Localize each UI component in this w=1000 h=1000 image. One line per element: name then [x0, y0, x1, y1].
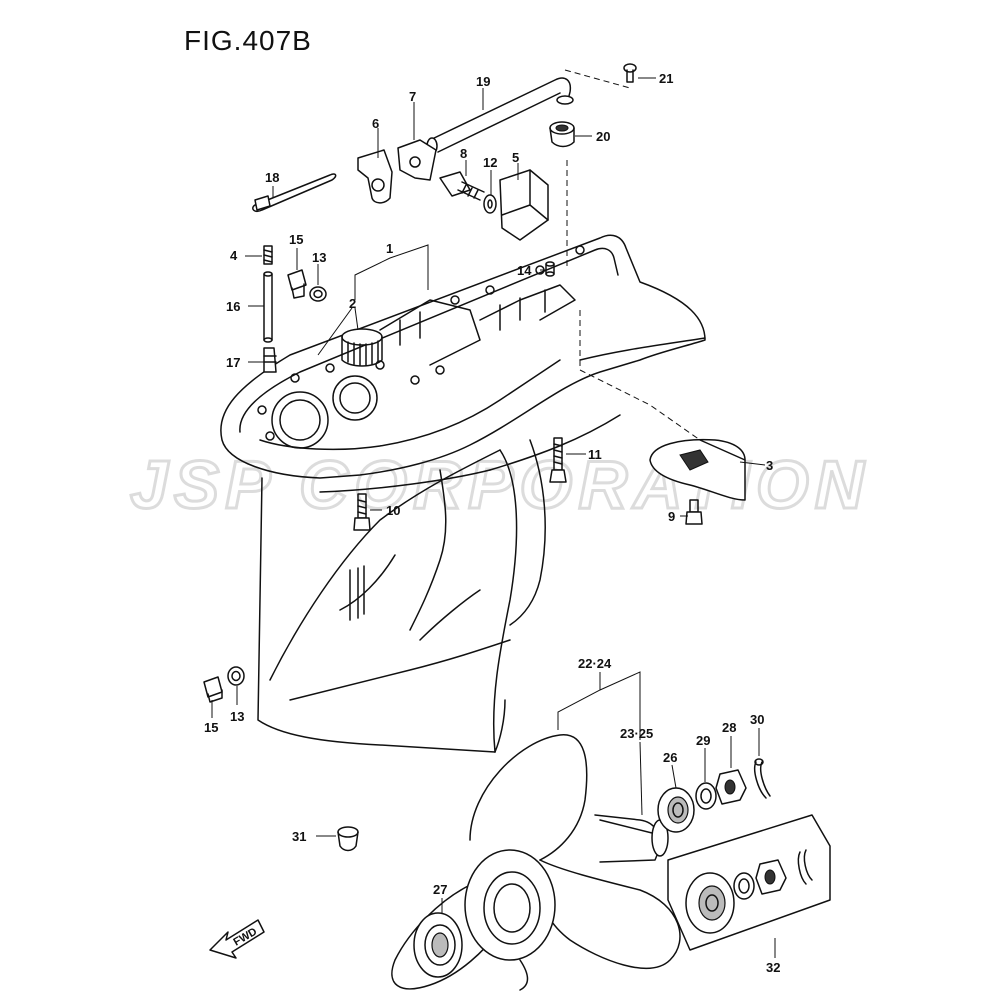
callout-9: 9 — [668, 509, 675, 524]
callout-14: 14 — [517, 263, 532, 278]
callout-15-lower: 15 — [204, 720, 218, 735]
callout-16: 16 — [226, 299, 240, 314]
kit-box-32 — [667, 814, 831, 951]
drain-plug-15-upper — [287, 269, 307, 299]
bolt-8 — [439, 171, 485, 201]
callout-26: 26 — [663, 750, 677, 765]
callout-labels: 1 2 3 4 5 6 7 8 9 10 11 12 13 13 14 15 1… — [204, 71, 780, 975]
screw-21 — [623, 63, 637, 83]
cable-tie-18 — [252, 173, 337, 213]
nut-28 — [715, 769, 747, 805]
callout-17: 17 — [226, 355, 240, 370]
bolt-11 — [549, 437, 567, 483]
callout-15-upper: 15 — [289, 232, 303, 247]
bolt-10 — [353, 493, 371, 531]
callout-27: 27 — [433, 882, 447, 897]
callout-29: 29 — [696, 733, 710, 748]
callout-23-25: 23·25 — [620, 726, 653, 741]
anode-reference-line — [579, 310, 701, 441]
spacer-26 — [657, 787, 695, 833]
callout-11: 11 — [588, 447, 602, 462]
cotter-pin-30 — [754, 758, 771, 799]
callout-31: 31 — [292, 829, 306, 844]
callout-13-upper: 13 — [312, 250, 326, 265]
callout-4: 4 — [230, 248, 238, 263]
drain-plug-15-lower — [203, 676, 223, 703]
callout-32: 32 — [766, 960, 780, 975]
stud-4 — [263, 245, 273, 265]
watermark: JSP CORPORATION — [130, 447, 870, 523]
callout-8: 8 — [460, 146, 467, 161]
callout-20: 20 — [596, 129, 610, 144]
callout-3: 3 — [766, 458, 773, 473]
figure-title: FIG.407B — [184, 25, 312, 56]
callout-7: 7 — [409, 89, 416, 104]
bracket-7 — [397, 139, 437, 181]
washer-29 — [695, 782, 717, 810]
water-tube — [426, 77, 574, 155]
plug-31 — [337, 826, 359, 852]
fwd-arrow: FWD — [209, 919, 265, 959]
callout-21: 21 — [659, 71, 673, 86]
stud-17 — [263, 347, 277, 373]
callout-6: 6 — [372, 116, 379, 131]
pad-5 — [499, 169, 549, 241]
callout-5: 5 — [512, 150, 519, 165]
propeller-22 — [391, 734, 681, 991]
callout-28: 28 — [722, 720, 736, 735]
kit-nut — [755, 859, 787, 895]
callout-19: 19 — [476, 74, 490, 89]
bracket-6 — [357, 149, 393, 204]
callout-10: 10 — [386, 503, 400, 518]
gear-case-housing — [220, 234, 706, 753]
gasket-13-upper — [309, 286, 327, 302]
kit-cotter-pin — [797, 849, 813, 885]
gasket-13-lower — [227, 666, 245, 686]
callout-30: 30 — [750, 712, 764, 727]
bolt-9 — [685, 499, 703, 525]
callout-2: 2 — [349, 296, 356, 311]
callout-1: 1 — [386, 241, 393, 256]
thrust-washer-27 — [413, 912, 463, 978]
pin-16 — [263, 271, 273, 343]
callout-22-24: 22·24 — [578, 656, 612, 671]
kit-spacer — [685, 872, 735, 934]
screw-reference-line — [564, 69, 631, 89]
callout-12: 12 — [483, 155, 497, 170]
dowel-14 — [545, 261, 555, 277]
fwd-label: FWD — [232, 926, 260, 949]
plug-20 — [549, 121, 575, 148]
callout-18: 18 — [265, 170, 279, 185]
kit-washer — [733, 872, 755, 900]
callout-13-lower: 13 — [230, 709, 244, 724]
trim-tab-anode-3 — [649, 438, 746, 501]
washer-12 — [483, 194, 497, 214]
leader-lines — [211, 77, 776, 958]
